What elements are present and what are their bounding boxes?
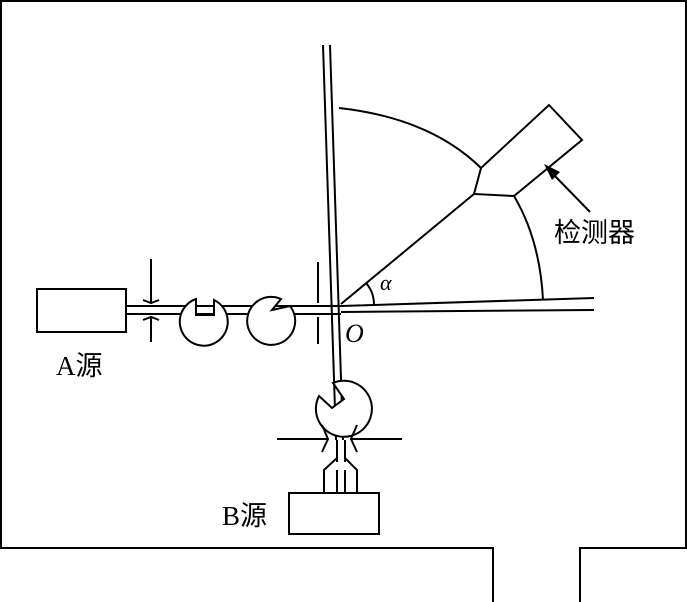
source-a-box [36,288,127,333]
collimator-b-lip-right [349,424,358,453]
source-a-label: A源 [56,351,103,381]
detector-pointer-head [544,164,560,180]
collimator-a-lip-top [142,299,160,305]
origin-label: O [345,319,364,348]
detector-housing [472,103,584,198]
chopper-b [314,379,373,438]
angle-arc [365,282,375,306]
detector-arm [340,193,475,305]
arc-lower [513,195,544,301]
source-b-box [288,492,380,535]
arc-upper [338,107,482,169]
chopper-a1 [178,297,229,347]
collimator-b-lip-left [321,424,330,453]
sample-plate-right [329,44,344,441]
sample-plate-left [322,44,337,441]
source-b-label: B源 [222,501,268,531]
angle-label: α [380,270,392,295]
collimator-a-lip-bottom [142,315,160,321]
reference-line-lower [340,309,595,313]
nozzle-b-right [344,457,358,493]
detector-label: 检测器 [554,218,635,248]
chopper-a2 [246,295,297,346]
detector-pointer-line [553,174,591,213]
reference-line-upper [340,297,595,307]
nozzle-b-left [323,457,338,493]
